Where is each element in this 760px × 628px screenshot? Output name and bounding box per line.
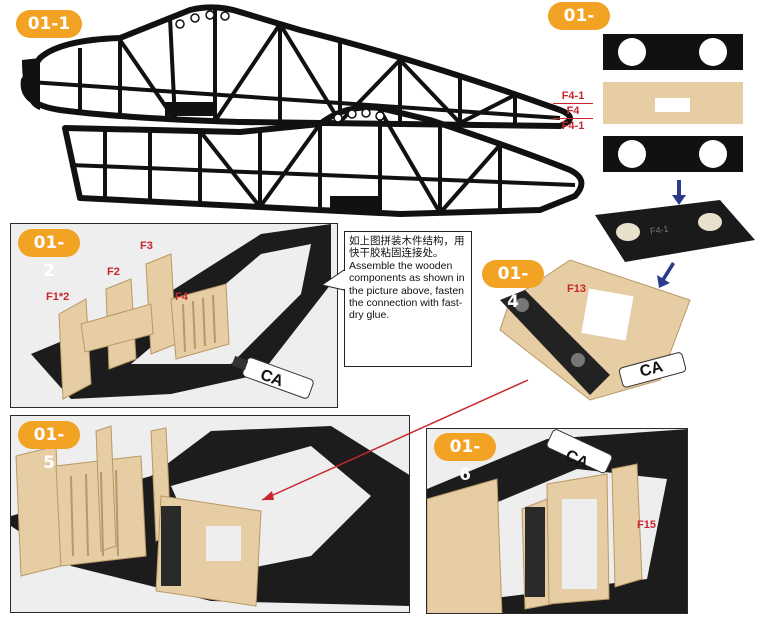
label-f1x2: F1*2 bbox=[46, 291, 70, 303]
step-badge-01-1: 01-1 bbox=[16, 10, 82, 38]
step-badge-01-6: 01-6 bbox=[434, 433, 496, 485]
step-badge-01-3: 01-3 bbox=[548, 2, 610, 54]
label-f4: F4 bbox=[175, 291, 188, 303]
step-badge-01-2: 01-2 bbox=[18, 229, 80, 281]
f4-stack-legend: F4-1 F4 F4-1 bbox=[553, 90, 593, 132]
label-f4-1-bottom: F4-1 bbox=[561, 120, 585, 132]
label-f4-mid: F4 bbox=[566, 105, 580, 117]
label-f4-1-top: F4-1 bbox=[561, 90, 585, 102]
label-f3: F3 bbox=[140, 240, 153, 252]
instruction-english: Assemble the wooden components as shown … bbox=[349, 259, 465, 322]
label-f2: F2 bbox=[107, 266, 120, 278]
step-01-2-photo bbox=[11, 224, 337, 407]
step-badge-01-5: 01-5 bbox=[18, 421, 80, 473]
instruction-chinese: 如上图拼装木件结构，用快干胶粘固连接处。 bbox=[349, 235, 465, 260]
step-01-2-panel bbox=[10, 223, 338, 408]
label-f13: F13 bbox=[567, 283, 586, 295]
label-f15: F15 bbox=[637, 519, 656, 531]
instruction-note: 如上图拼装木件结构，用快干胶粘固连接处。 Assemble the wooden… bbox=[344, 231, 472, 367]
step-badge-01-4: 01-4 bbox=[482, 260, 544, 312]
